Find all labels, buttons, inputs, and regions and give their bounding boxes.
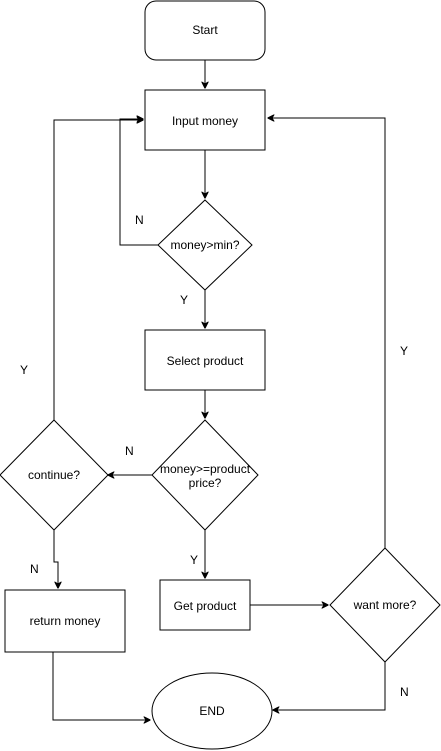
end-node: END [151, 672, 273, 750]
min-yes-label: Y [180, 293, 188, 307]
edge-more-no-to-end [273, 662, 386, 710]
select-product-label: Select product [167, 354, 244, 368]
input-money-label: Input money [172, 114, 238, 128]
edge-continue-no-to-return [53, 530, 58, 588]
edges [52, 60, 386, 720]
continue-yes-label: Y [20, 363, 28, 377]
edge-min-no-loop [119, 119, 158, 246]
price-yes-label: Y [190, 553, 198, 567]
continue-node: continue? [0, 419, 109, 531]
more-yes-label: Y [400, 344, 408, 358]
money-min-check-label: money>min? [170, 238, 239, 252]
money-min-check-node: money>min? [157, 199, 253, 291]
price-no-label: N [125, 444, 134, 458]
continue-no-label: N [30, 562, 39, 576]
continue-label: continue? [28, 468, 80, 482]
min-no-label: N [135, 213, 144, 227]
money-price-check-node: money>=product price? [151, 419, 259, 531]
input-money-node: Input money [144, 89, 266, 151]
want-more-label: want more? [353, 598, 417, 612]
edge-labels: N Y Y N Y N Y N [20, 213, 409, 699]
want-more-node: want more? [329, 547, 441, 663]
start-label: Start [192, 23, 218, 37]
edge-more-yes-to-input [268, 118, 386, 548]
get-product-node: Get product [159, 579, 251, 631]
money-price-check-label-line1: money>=product [160, 462, 251, 476]
return-money-node: return money [4, 589, 126, 653]
select-product-node: Select product [144, 329, 266, 391]
start-node: Start [144, 0, 266, 61]
return-money-label: return money [30, 614, 101, 628]
more-no-label: N [400, 685, 409, 699]
end-label: END [199, 704, 225, 718]
edge-return-to-end [52, 652, 150, 720]
money-price-check-label-line2: price? [189, 476, 222, 490]
edge-continue-yes-to-input [53, 120, 143, 420]
get-product-label: Get product [174, 599, 237, 613]
